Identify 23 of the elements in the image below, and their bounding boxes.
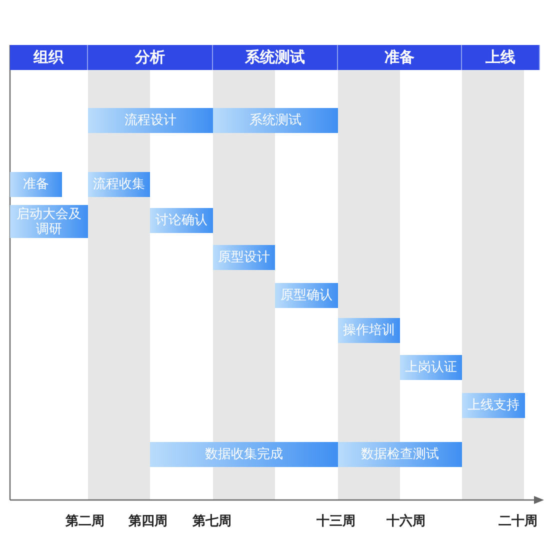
task-bar: 数据收集完成 bbox=[150, 442, 338, 467]
phase-header: 组织 bbox=[10, 45, 88, 70]
week-label: 第七周 bbox=[192, 513, 232, 530]
task-bar: 原型设计 bbox=[213, 245, 275, 270]
week-label: 第四周 bbox=[128, 513, 168, 530]
phase-header: 系统测试 bbox=[213, 45, 338, 70]
task-bar: 数据检查测试 bbox=[338, 442, 462, 467]
week-label: 二十周 bbox=[498, 513, 538, 530]
phase-header: 准备 bbox=[338, 45, 462, 70]
task-bar: 系统测试 bbox=[213, 108, 338, 133]
task-bar: 准备 bbox=[10, 172, 62, 197]
task-bar: 流程收集 bbox=[88, 172, 150, 197]
phase-header: 上线 bbox=[462, 45, 540, 70]
phase-header: 分析 bbox=[88, 45, 213, 70]
week-label: 十六周 bbox=[386, 512, 426, 530]
week-label: 十三周 bbox=[316, 513, 356, 530]
task-bar: 上岗认证 bbox=[400, 355, 462, 380]
task-bar: 讨论确认 bbox=[150, 208, 213, 233]
task-bar: 上线支持 bbox=[462, 393, 525, 418]
task-bar: 原型确认 bbox=[275, 283, 338, 308]
week-label: 第二周 bbox=[64, 513, 106, 530]
task-bar: 操作培训 bbox=[338, 318, 400, 343]
task-bar: 流程设计 bbox=[88, 108, 213, 133]
